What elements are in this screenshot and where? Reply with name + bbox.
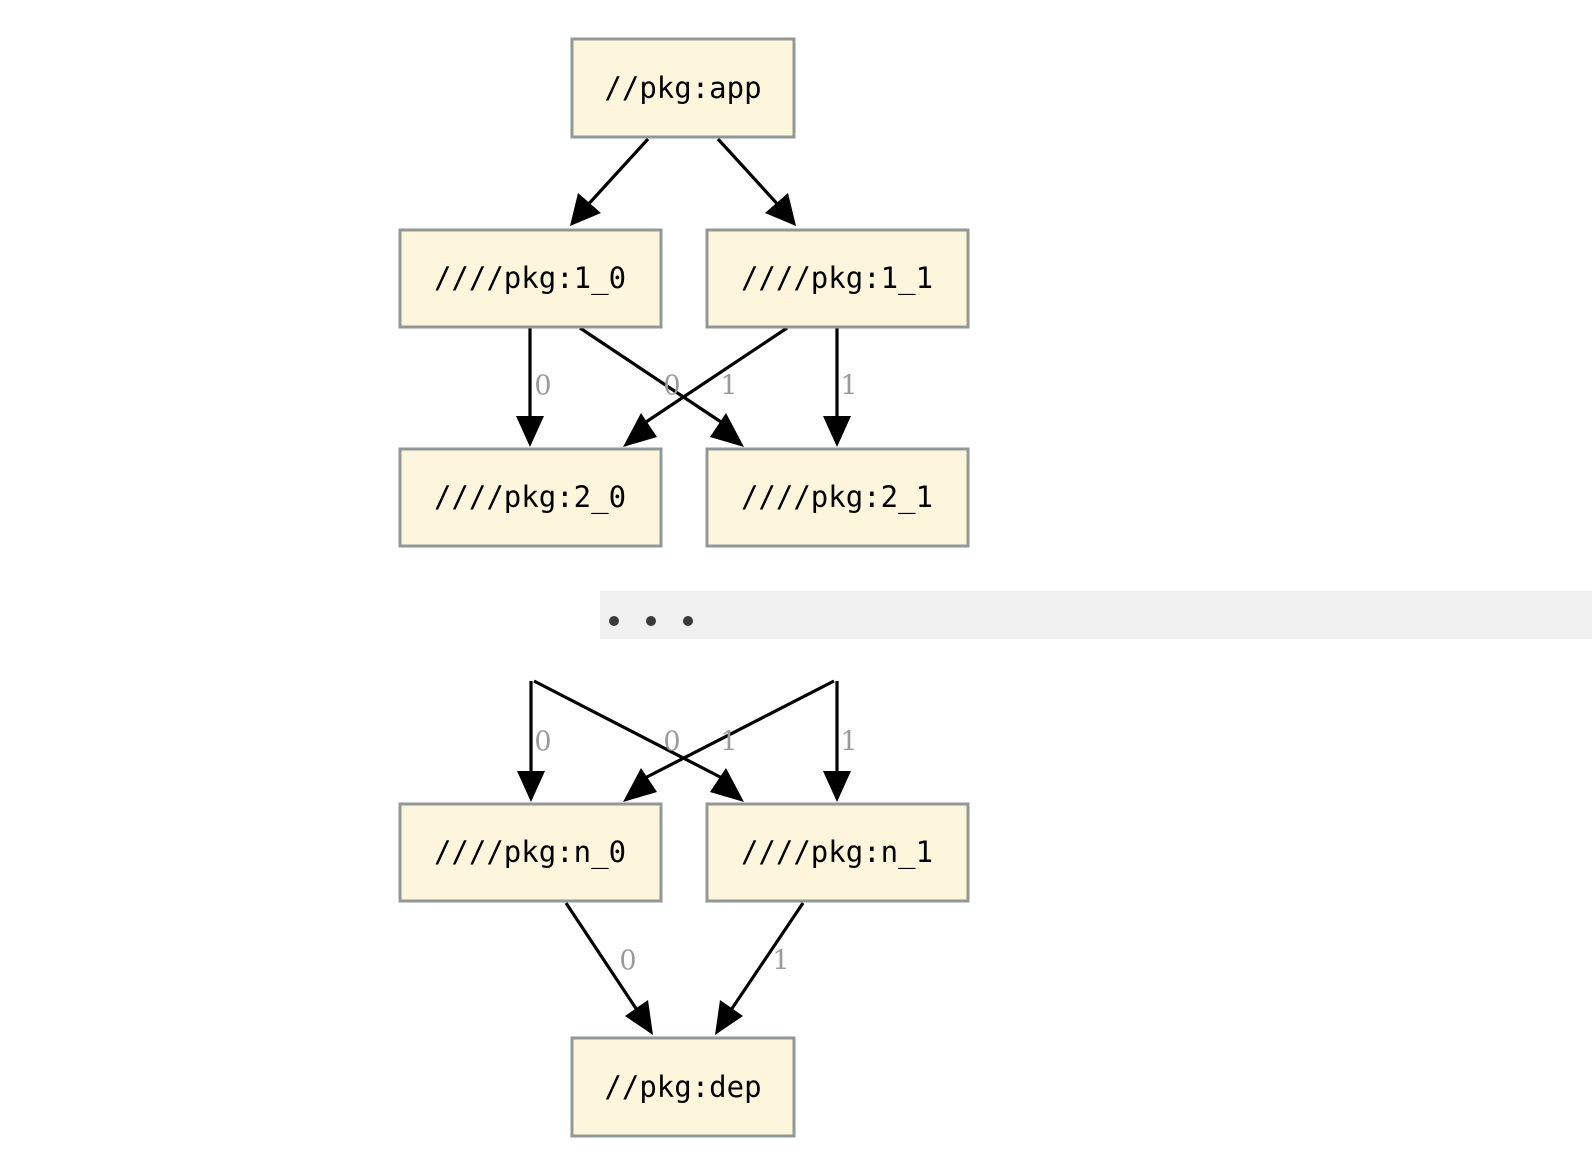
arrowhead-icon: [823, 416, 851, 447]
edge-cut-to-n_0: [517, 681, 545, 802]
edge-n_1-to-dep: [715, 902, 805, 1035]
edge-app-to-1_0: [570, 137, 650, 226]
edge-1_0-to-2_1: [579, 326, 744, 447]
node-label: ////pkg:n_0: [434, 835, 626, 870]
node-2_1[interactable]: ////pkg:2_1: [705, 447, 970, 548]
node-box[interactable]: [398, 447, 663, 548]
node-2_0[interactable]: ////pkg:2_0: [398, 447, 663, 548]
edge-label-dep-right: 1: [772, 946, 789, 977]
node-label: ////pkg:2_1: [741, 480, 933, 515]
edge-label-lvl1-left: 0: [534, 371, 551, 402]
node-n_0[interactable]: ////pkg:n_0: [398, 802, 663, 903]
arrowhead-icon: [625, 1000, 653, 1035]
edge-label-lvl1-cross-right: 1: [720, 371, 737, 402]
node-box[interactable]: [705, 802, 970, 903]
arrowhead-icon: [823, 771, 851, 802]
edge-1_1-to-2_0: [623, 326, 788, 447]
node-label: ////pkg:1_0: [434, 261, 626, 296]
edge-label-lvln-cross-right: 1: [720, 727, 737, 758]
node-label: ////pkg:1_1: [741, 261, 933, 296]
edge-1_0-to-2_0: [516, 328, 544, 447]
node-n_1[interactable]: ////pkg:n_1: [705, 802, 970, 903]
node-label: ////pkg:n_1: [741, 835, 933, 870]
node-label: ////pkg:2_0: [434, 480, 626, 515]
edge-label-lvl1-cross-left: 0: [663, 371, 680, 402]
edge-label-lvln-cross-left: 0: [663, 727, 680, 758]
node-label: //pkg:app: [604, 71, 761, 105]
node-dep[interactable]: //pkg:dep: [570, 1036, 796, 1138]
ellipsis-separator: [600, 591, 1592, 639]
edge-label-lvln-right: 1: [840, 727, 857, 758]
edge-cut-to-n_1: [823, 681, 851, 802]
arrowhead-icon: [710, 768, 744, 802]
arrowhead-icon: [623, 768, 657, 802]
arrowhead-icon: [710, 413, 744, 447]
edge-cut-cross-to-n_0: [623, 679, 835, 802]
edge-label-lvln-left: 0: [534, 727, 551, 758]
edge-1_1-to-2_1: [823, 328, 851, 447]
ellipsis-dot-3: [683, 616, 693, 626]
arrowhead-icon: [570, 193, 601, 226]
edge-app-to-1_1: [716, 137, 796, 226]
node-box[interactable]: [398, 228, 663, 329]
arrowhead-icon: [517, 771, 545, 802]
edge-label-lvl1-right: 1: [840, 371, 857, 402]
edge-cut-cross-to-n_1: [533, 679, 744, 802]
node-box[interactable]: [570, 1036, 796, 1138]
arrowhead-icon: [765, 193, 796, 226]
ellipsis-band: [600, 591, 1592, 639]
node-app[interactable]: //pkg:app: [570, 37, 796, 139]
ellipsis-dot-1: [609, 616, 619, 626]
arrowhead-icon: [623, 413, 657, 447]
edge-n_0-to-dep: [564, 902, 653, 1035]
arrowhead-icon: [516, 416, 544, 447]
node-box[interactable]: [705, 228, 970, 329]
ellipsis-dot-2: [646, 616, 656, 626]
node-box[interactable]: [398, 802, 663, 903]
node-1_0[interactable]: ////pkg:1_0: [398, 228, 663, 329]
node-box[interactable]: [570, 37, 796, 139]
node-label: //pkg:dep: [604, 1070, 761, 1104]
node-1_1[interactable]: ////pkg:1_1: [705, 228, 970, 329]
arrowhead-icon: [715, 1000, 743, 1035]
edge-label-dep-left: 0: [619, 946, 636, 977]
node-box[interactable]: [705, 447, 970, 548]
